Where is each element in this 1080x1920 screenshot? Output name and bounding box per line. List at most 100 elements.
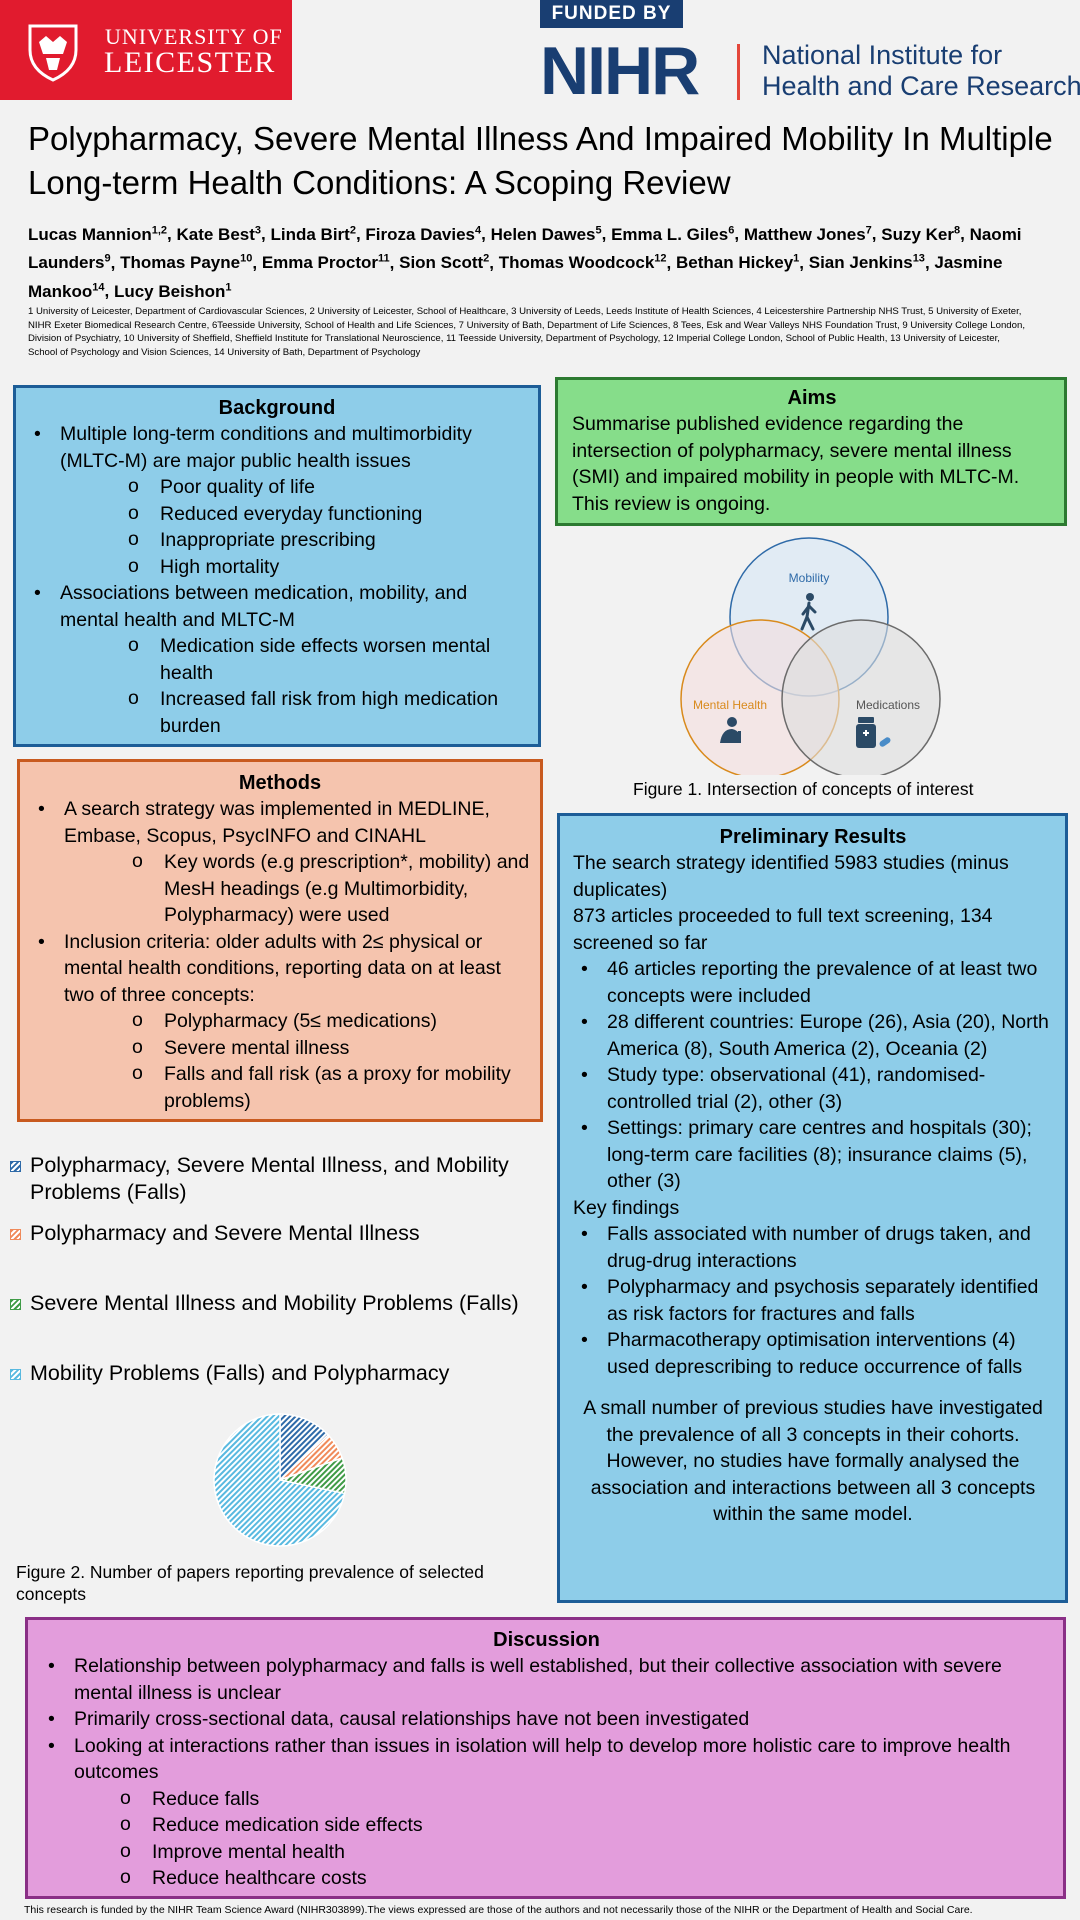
author-affiliation-number: 12 <box>654 252 667 265</box>
key-finding-item: Polypharmacy and psychosis separately id… <box>573 1274 1053 1327</box>
poster-title: Polypharmacy, Severe Mental Illness And … <box>28 120 1053 201</box>
author-affiliation-number: 14 <box>92 281 105 294</box>
walking-person-icon <box>800 593 817 631</box>
leicester-logo-line2: LEICESTER <box>104 46 276 79</box>
legend-swatch <box>10 1161 21 1172</box>
funded-by-banner: FUNDED BY <box>540 0 683 28</box>
author-name: Thomas Payne10 <box>120 252 253 273</box>
affiliations: 1 University of Leicester, Department of… <box>28 306 1025 358</box>
author-affiliation-number: 7 <box>865 224 872 236</box>
author-affiliation-number: 6 <box>728 224 735 236</box>
background-item: Multiple long-term conditions and multim… <box>26 421 528 580</box>
author-name: Lucy Beishon1 <box>113 281 232 301</box>
results-item: 28 different countries: Europe (26), Asi… <box>573 1009 1053 1062</box>
background-subitem: Medication side effects worsen mental he… <box>112 632 528 686</box>
author-name: Firoza Davies4 <box>365 224 482 244</box>
methods-item-text: A search strategy was implemented in MED… <box>64 798 490 847</box>
legend-swatch <box>10 1299 21 1310</box>
background-heading: Background <box>218 397 336 419</box>
results-item: Settings: primary care centres and hospi… <box>573 1115 1053 1195</box>
author-affiliation-number: 8 <box>954 224 961 236</box>
results-list: 46 articles reporting the prevalence of … <box>573 956 1053 1195</box>
discussion-list: Relationship between polypharmacy and fa… <box>40 1653 1053 1892</box>
methods-heading: Methods <box>238 772 322 794</box>
author-list: Lucas Mannion1,2, Kate Best3, Linda Birt… <box>28 224 1022 301</box>
venn-circle-medications <box>781 619 941 775</box>
discussion-item-text: Primarily cross-sectional data, causal r… <box>74 1708 750 1730</box>
author-affiliation-number: 2 <box>483 252 490 265</box>
results-closing-statement: A small number of previous studies have … <box>583 1397 1043 1525</box>
author-name: Naomi Launders9 <box>28 224 1022 273</box>
methods-item: A search strategy was implemented in MED… <box>30 796 530 929</box>
author-name: Suzy Ker8 <box>881 224 961 244</box>
aims-text: Summarise published evidence regarding t… <box>572 413 1020 515</box>
background-item: Associations between medication, mobilit… <box>26 580 528 739</box>
author-name: Lucas Mannion1,2 <box>28 224 168 244</box>
discussion-item: Looking at interactions rather than issu… <box>40 1733 1053 1892</box>
legend-item: Mobility Problems (Falls) and Polypharma… <box>10 1360 449 1387</box>
venn-label-mobility: Mobility <box>789 571 830 585</box>
author-name: Kate Best3 <box>176 224 262 244</box>
author-name: Matthew Jones7 <box>743 224 872 244</box>
methods-item-text: Inclusion criteria: older adults with 2≤… <box>64 930 501 1006</box>
aims-panel: Aims Summarise published evidence regard… <box>555 377 1067 526</box>
results-item: Study type: observational (41), randomis… <box>573 1062 1053 1115</box>
legend-item: Polypharmacy and Severe Mental Illness <box>10 1220 420 1247</box>
methods-subitem: Severe mental illness <box>116 1034 530 1062</box>
author-name: Thomas Woodcock12 <box>498 252 667 273</box>
background-panel: Background Multiple long-term conditions… <box>13 385 541 747</box>
legend-label: Severe Mental Illness and Mobility Probl… <box>30 1291 519 1315</box>
legend-label: Polypharmacy and Severe Mental Illness <box>30 1221 420 1245</box>
author-name: Jasmine Mankoo14 <box>28 253 1003 301</box>
pie-slice <box>213 1413 346 1547</box>
legend-label: Mobility Problems (Falls) and Polypharma… <box>30 1361 450 1385</box>
background-subitem: Reduced everyday functioning <box>112 500 528 528</box>
discussion-subitem: Reduce medication side effects <box>104 1811 1053 1839</box>
key-finding-item: Falls associated with number of drugs ta… <box>573 1221 1053 1274</box>
legend-item: Severe Mental Illness and Mobility Probl… <box>10 1290 519 1317</box>
author-affiliation-number: 9 <box>104 252 111 265</box>
author-name: Sian Jenkins13 <box>808 252 925 273</box>
results-panel: Preliminary Results The search strategy … <box>557 813 1068 1603</box>
background-subitem: Inappropriate prescribing <box>112 526 528 554</box>
discussion-item: Relationship between polypharmacy and fa… <box>40 1653 1053 1706</box>
author-affiliation-number: 1 <box>225 281 232 294</box>
nihr-logo: NIHR <box>540 33 700 109</box>
leicester-logo-line1: UNIVERSITY OF <box>105 24 283 49</box>
key-findings-list: Falls associated with number of drugs ta… <box>573 1221 1053 1380</box>
key-findings-label: Key findings <box>573 1196 680 1219</box>
concepts-venn-diagram: Mobility Mental Health Medications <box>680 537 941 775</box>
author-name: Emma Proctor11 <box>261 252 390 273</box>
university-crest-icon <box>28 24 78 82</box>
author-affiliation-number: 4 <box>475 224 482 236</box>
papers-pie-chart <box>213 1413 347 1547</box>
author-name: Sion Scott2 <box>399 252 490 273</box>
background-list: Multiple long-term conditions and multim… <box>26 421 528 739</box>
author-affiliation-number: 13 <box>912 252 925 265</box>
methods-list: A search strategy was implemented in MED… <box>30 796 530 1114</box>
author-name: Emma L. Giles6 <box>611 224 735 244</box>
background-subitem: Increased fall risk from high medication… <box>112 685 528 739</box>
figure1-caption: Figure 1. Intersection of concepts of in… <box>633 779 974 799</box>
discussion-heading: Discussion <box>493 1629 600 1651</box>
methods-subitem: Key words (e.g prescription*, mobility) … <box>116 848 530 929</box>
figure2-caption: Figure 2. Number of papers reporting pre… <box>16 1562 484 1604</box>
author-name: Helen Dawes5 <box>490 224 602 244</box>
methods-subitem: Polypharmacy (5≤ medications) <box>116 1007 530 1035</box>
nihr-full-name: National Institute for Health and Care R… <box>762 40 1080 102</box>
aims-heading: Aims <box>787 387 837 409</box>
discussion-item-text: Relationship between polypharmacy and fa… <box>74 1655 1002 1704</box>
results-heading: Preliminary Results <box>719 826 907 848</box>
legend-swatch <box>10 1369 21 1380</box>
background-item-text: Multiple long-term conditions and multim… <box>60 423 472 472</box>
results-intro-2: 873 articles proceeded to full text scre… <box>573 905 993 954</box>
results-intro-1: The search strategy identified 5983 stud… <box>573 852 1009 901</box>
author-name: Linda Birt2 <box>270 224 356 244</box>
legend-item: Polypharmacy, Severe Mental Illness, and… <box>10 1152 570 1206</box>
discussion-panel: Discussion Relationship between polyphar… <box>25 1617 1066 1899</box>
pill-bottle-icon <box>856 717 891 748</box>
legend-label: Polypharmacy, Severe Mental Illness, and… <box>30 1153 509 1204</box>
author-name: Bethan Hickey1 <box>676 252 800 273</box>
nihr-name-line2: Health and Care Research <box>762 71 1080 101</box>
discussion-item: Primarily cross-sectional data, causal r… <box>40 1706 1053 1733</box>
